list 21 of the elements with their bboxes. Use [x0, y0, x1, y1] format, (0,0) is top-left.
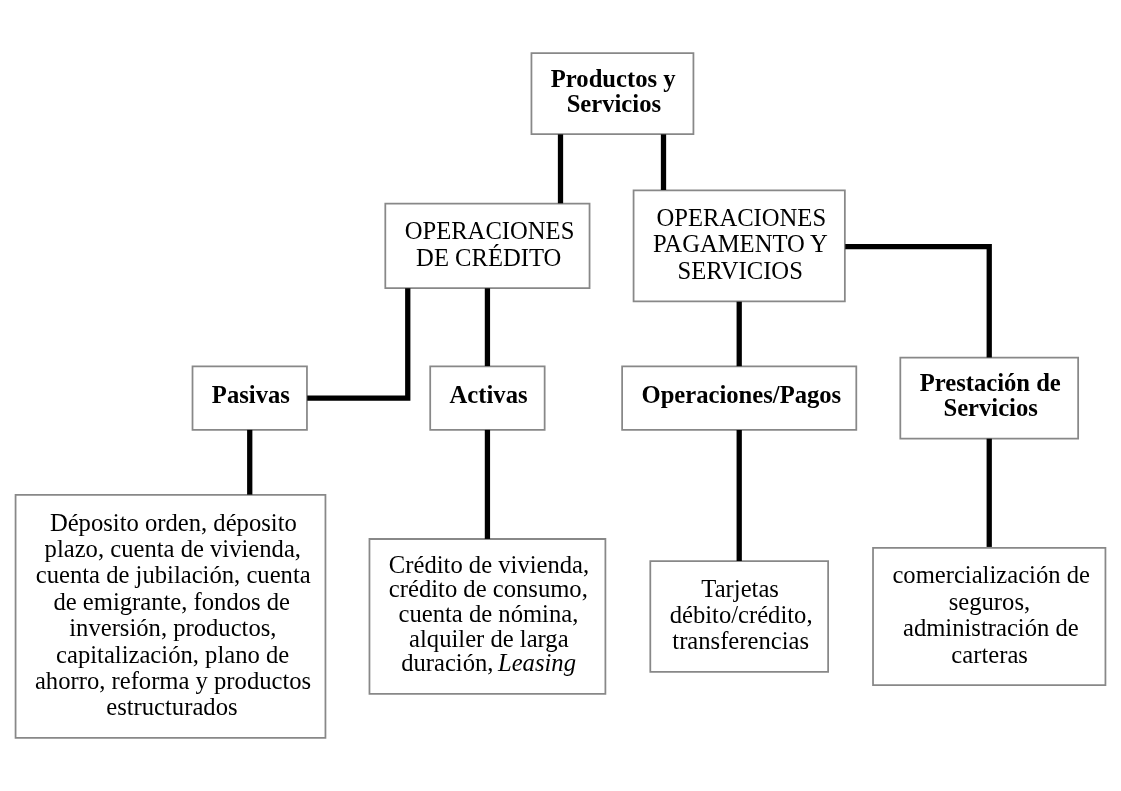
connector	[736, 301, 742, 367]
node-box: OPERACIONES DE CRÉDITO	[384, 202, 591, 289]
node-box: comercialización de seguros, administración de carteras	[872, 546, 1107, 686]
node-box: Activas	[429, 365, 546, 431]
node-box: Crédito de vivienda, crédito de consumo, cuenta de nómina, alquiler de larga duración, Leasing	[368, 538, 607, 695]
connector	[660, 134, 667, 191]
connector	[557, 134, 564, 204]
connector	[307, 288, 411, 401]
connector	[845, 244, 992, 358]
node-box: Productos y Servicios	[530, 52, 695, 135]
node-box: Operaciones/Pagos	[621, 365, 858, 431]
connector	[247, 429, 253, 495]
connector	[986, 438, 992, 547]
node-box: OPERACIONES PAGAMENTO Y SERVICIOS	[632, 189, 846, 303]
node-box: Tarjetas débito/crédito, transferencias	[649, 560, 829, 673]
connector	[484, 288, 491, 367]
node-box: Déposito orden, déposito plazo, cuenta de vivienda, cuenta de jubilación, cuenta de emigrante, fondos de inversión, productos, capitalización, plano de ahorro, reforma y productos estructurados	[14, 494, 327, 739]
connector	[736, 429, 742, 561]
node-box: Prestación de Servicios	[899, 356, 1080, 440]
connector	[484, 429, 491, 539]
node-box: Pasivas	[191, 365, 308, 431]
